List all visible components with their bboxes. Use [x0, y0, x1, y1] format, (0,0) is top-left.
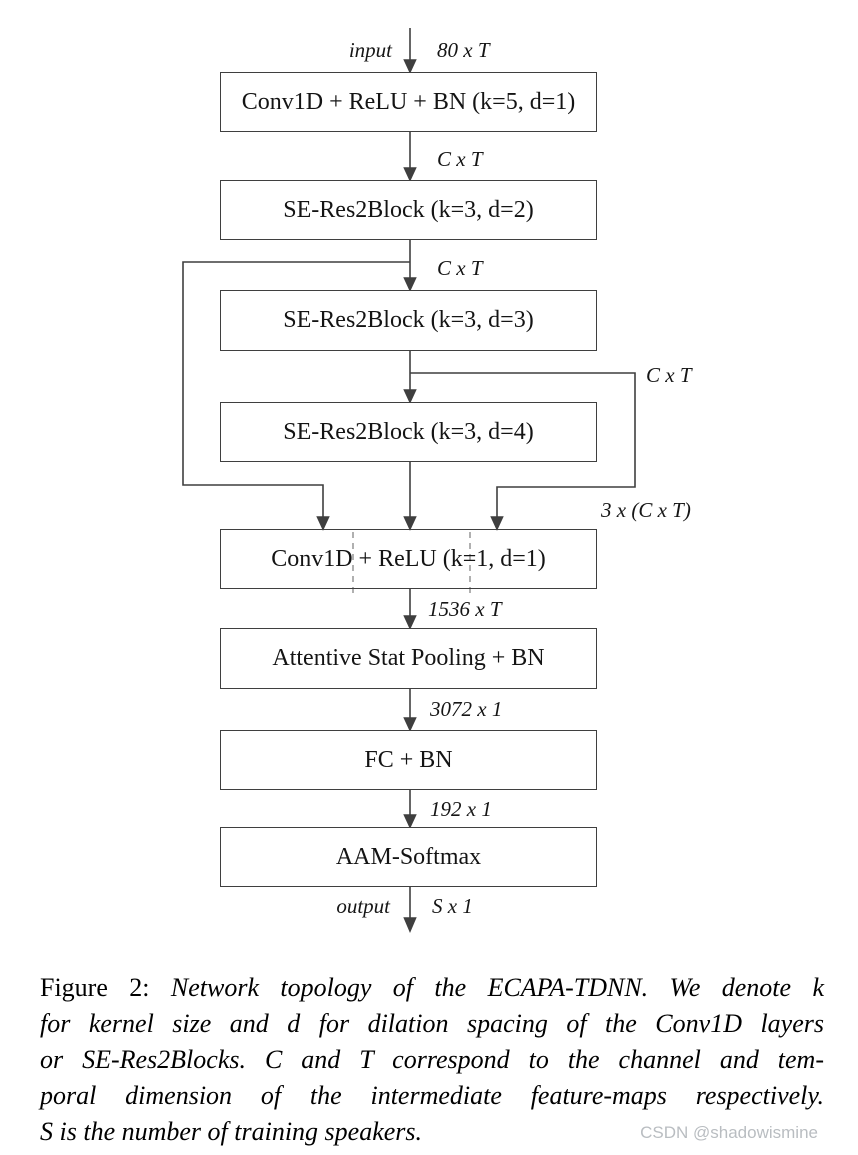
- caption-line-3: or SE-Res2Blocks. C and T correspond to …: [40, 1045, 824, 1074]
- block-se-res2block-d2: SE-Res2Block (k=3, d=2): [220, 180, 597, 240]
- figure-caption: Figure 2: Network topology of the ECAPA-…: [40, 970, 824, 1150]
- dim-label-after-block-d2: C x T: [437, 256, 483, 280]
- block-label: SE-Res2Block (k=3, d=4): [283, 418, 534, 445]
- dim-label-after-pooling: 3072 x 1: [430, 697, 503, 721]
- block-label: SE-Res2Block (k=3, d=3): [283, 307, 534, 333]
- dim-label-after-conv2: 1536 x T: [428, 597, 502, 621]
- edge-output: [403, 887, 417, 934]
- edge-conv1-to-block2: [403, 132, 417, 182]
- output-dim-label: S x 1: [432, 894, 473, 918]
- block-se-res2block-d3: SE-Res2Block (k=3, d=3): [220, 290, 597, 351]
- dim-label-after-block-d3: C x T: [646, 363, 692, 387]
- edge-block3-to-block4: [403, 351, 417, 404]
- output-label: output: [336, 894, 390, 918]
- block-label: Conv1D + ReLU (k=1, d=1): [271, 545, 546, 572]
- dim-label-concat: 3 x (C x T): [601, 498, 691, 522]
- edge-block4-to-concat: [403, 462, 417, 531]
- caption-line-2: for kernel size and d for dilation spaci…: [40, 1009, 824, 1038]
- input-label: input: [348, 38, 392, 62]
- caption-line-4: poral dimension of the intermediate feat…: [40, 1081, 824, 1110]
- edge-fc-to-softmax: [403, 790, 417, 829]
- caption-line-5: S is the number of training speakers.: [40, 1117, 423, 1146]
- caption-line-1: Figure 2: Network topology of the ECAPA-…: [40, 970, 824, 1006]
- caption-text: Network topology of the ECAPA-TDNN. We d…: [170, 973, 824, 1002]
- block-label: AAM-Softmax: [335, 843, 482, 870]
- edge-input: [403, 28, 417, 74]
- block-label: SE-Res2Block (k=3, d=2): [283, 196, 534, 223]
- block-fc-bn: FC + BN: [220, 730, 597, 790]
- edge-conv2-to-pooling: [403, 589, 417, 630]
- skip-edge-block3-output: [410, 372, 636, 531]
- edge-block2-to-block3: [403, 240, 417, 292]
- watermark: CSDN @shadowismine: [640, 1123, 818, 1142]
- edge-pooling-to-fc: [403, 689, 417, 732]
- dim-label-after-conv1: C x T: [437, 147, 483, 171]
- block-aam-softmax: AAM-Softmax: [220, 827, 597, 887]
- block-se-res2block-d4: SE-Res2Block (k=3, d=4): [220, 402, 597, 462]
- block-label: Conv1D + ReLU + BN (k=5, d=1): [241, 88, 576, 115]
- block-conv1d-relu-concat: Conv1D + ReLU (k=1, d=1): [220, 529, 597, 589]
- block-conv1d-relu-bn: Conv1D + ReLU + BN (k=5, d=1): [220, 72, 597, 132]
- block-label: FC + BN: [364, 746, 453, 773]
- dim-label-after-fc: 192 x 1: [430, 797, 492, 821]
- block-attentive-stat-pooling: Attentive Stat Pooling + BN: [220, 628, 597, 689]
- skip-edge-block2-output: [182, 261, 410, 531]
- input-dim-label: 80 x T: [437, 38, 490, 62]
- block-label: Attentive Stat Pooling + BN: [272, 645, 545, 671]
- caption-figure-number: Figure 2:: [40, 973, 150, 1002]
